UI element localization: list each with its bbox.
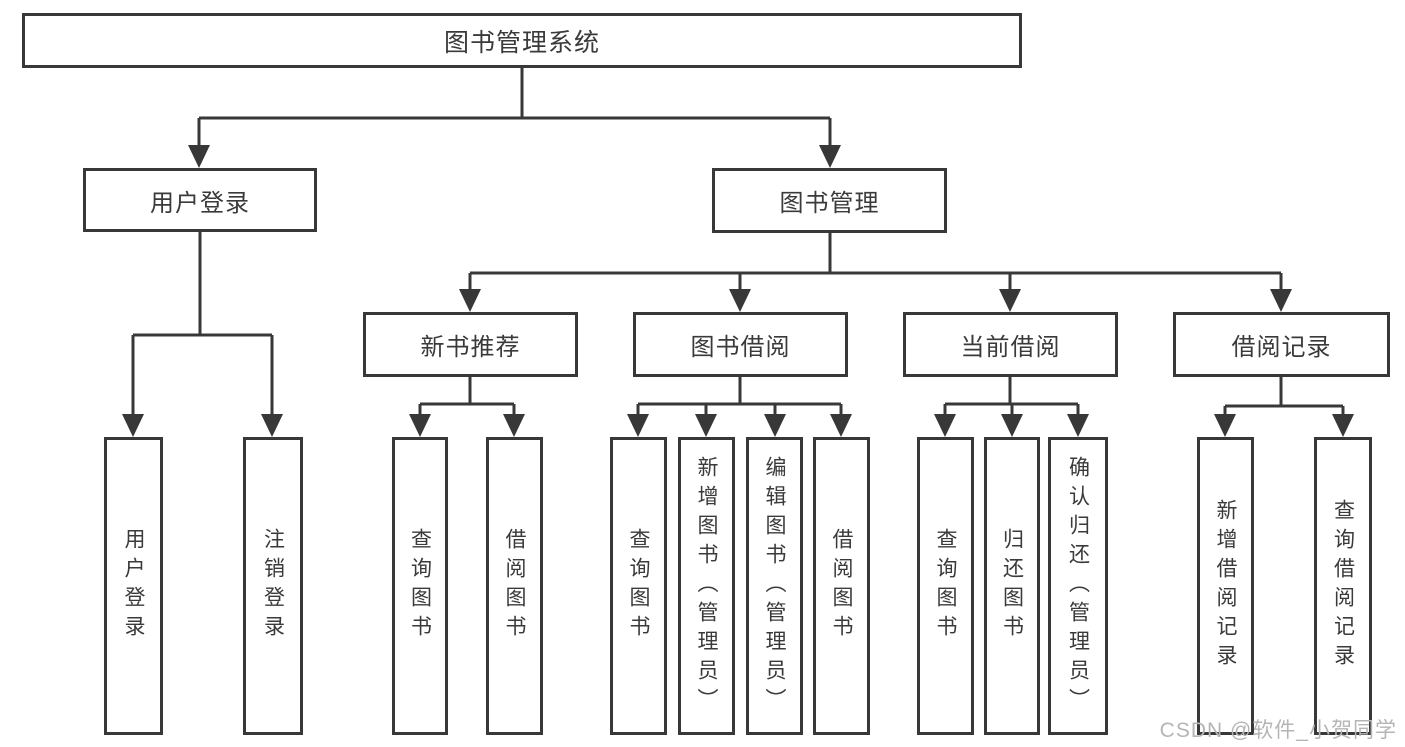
node-label: 查询图书 [408,528,432,644]
node-book-management: 图书管理 [712,168,947,233]
leaf-query-books-borrow: 查询图书 [610,437,667,735]
node-label: 查询借阅记录 [1331,499,1355,673]
node-user-login: 用户登录 [83,168,317,232]
leaf-return-book: 归还图书 [984,437,1040,735]
node-label: 借阅图书 [503,528,526,644]
node-root: 图书管理系统 [22,13,1022,68]
node-book-borrow: 图书借阅 [633,312,848,377]
watermark: CSDN @软件_小贺同学 [1159,719,1397,742]
leaf-add-book-admin: 新增图书（管理员） [678,437,735,735]
leaf-logout: 注销登录 [243,437,303,735]
leaf-query-borrow-record: 查询借阅记录 [1314,437,1372,735]
leaf-query-books-current: 查询图书 [917,437,974,735]
node-label: 借阅图书 [830,528,853,644]
node-label: 归还图书 [1000,528,1024,644]
leaf-add-borrow-record: 新增借阅记录 [1197,437,1254,735]
node-label: 图书管理系统 [443,28,600,57]
node-label: 用户登录 [150,189,250,217]
node-label: 查询图书 [934,528,957,644]
node-borrow-records: 借阅记录 [1173,312,1390,377]
node-label: 新增借阅记录 [1214,499,1237,673]
node-label: 当前借阅 [960,334,1061,361]
leaf-confirm-return-admin: 确认归还（管理员） [1048,437,1108,735]
leaf-query-books-recommend: 查询图书 [392,437,448,735]
arrowheads [122,145,1354,437]
node-new-book-recommend: 新书推荐 [363,312,578,377]
node-label: 新增图书（管理员） [695,455,718,717]
node-label: 确认归还（管理员） [1066,455,1090,717]
node-label: 用户登录 [122,528,145,644]
node-label: 图书管理 [779,190,880,217]
node-label: 新书推荐 [420,334,521,361]
node-label: 图书借阅 [690,334,791,361]
node-label: 编辑图书（管理员） [763,455,786,717]
leaf-borrow-books-recommend: 借阅图书 [486,437,543,735]
leaf-edit-book-admin: 编辑图书（管理员） [746,437,803,735]
node-label: 借阅记录 [1231,334,1332,361]
node-label: 查询图书 [627,528,650,644]
node-current-borrow: 当前借阅 [903,312,1118,377]
node-label: 注销登录 [261,528,285,644]
leaf-borrow-books: 借阅图书 [813,437,870,735]
leaf-user-login: 用户登录 [104,437,163,735]
